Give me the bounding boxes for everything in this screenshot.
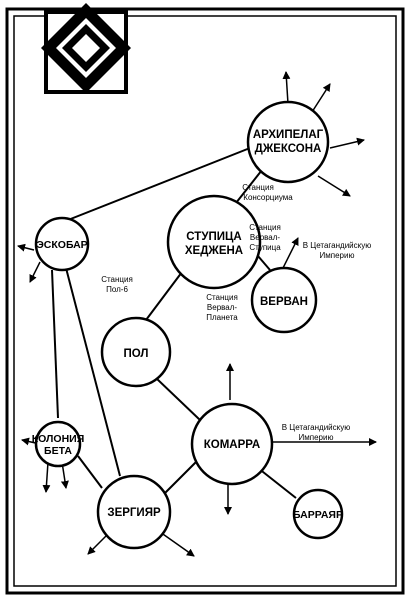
node-label-beta-2: БЕТА <box>44 445 72 457</box>
node-label-beta-1: КОЛОНИЯ <box>32 433 85 445</box>
link-escobar-beta <box>51 269 59 419</box>
emblem-icon <box>41 3 131 94</box>
node-hub[interactable]: СТУПИЦА ХЕДЖЕНА <box>166 194 262 290</box>
station-pol6: Станция Пол-6 <box>101 275 133 294</box>
svg-text:В Цетагандийскую: В Цетагандийскую <box>303 241 372 250</box>
station-vervan-planet: Станция Вервал- Планета <box>206 293 238 322</box>
link-hub-pol <box>145 271 183 321</box>
arrow-vervan-ne <box>281 237 299 271</box>
station-consortium: Станция Консорциума <box>242 183 293 202</box>
node-label-sergyar: ЗЕРГИЯР <box>107 507 161 519</box>
svg-text:Станция: Станция <box>249 223 281 232</box>
arrow-archipelago-se <box>317 175 351 197</box>
link-sergyar-komarr <box>163 461 197 495</box>
svg-text:Планета: Планета <box>206 313 238 322</box>
station-vervan-hub: Станция Вервал- Ступица <box>249 223 281 252</box>
node-label-escobar: ЭСКОБАР <box>36 239 87 251</box>
svg-text:Станция: Станция <box>206 293 238 302</box>
arrow-escobar-w <box>17 243 35 252</box>
node-label-archipelago-2: ДЖЕКСОНА <box>255 143 322 155</box>
svg-text:Империю: Империю <box>299 433 334 442</box>
node-sergyar[interactable]: ЗЕРГИЯР <box>96 474 172 550</box>
link-escobar-sergyar <box>65 267 121 477</box>
node-label-hub-2: ХЕДЖЕНА <box>185 245 243 257</box>
arrow-beta-s1 <box>42 461 51 493</box>
link-hub-vervan <box>257 255 271 271</box>
outer-frame <box>5 7 405 595</box>
arrow-archipelago-n <box>282 71 291 105</box>
annotation-cetaganda-1: В Цетагандийскую Империю <box>303 241 372 260</box>
link-pol-komarr <box>155 377 201 421</box>
arrow-archipelago-e <box>329 137 365 149</box>
link-beta-sergyar <box>77 455 103 489</box>
node-label-pol: ПОЛ <box>124 348 149 360</box>
node-vervan[interactable]: ВЕРВАН <box>250 266 318 334</box>
svg-text:Ступица: Ступица <box>249 243 281 252</box>
node-beta[interactable]: КОЛОНИЯ БЕТА <box>32 420 85 468</box>
node-label-barrayar: БАРРАЯР <box>293 509 343 521</box>
arrow-archipelago-ne <box>311 83 331 113</box>
wormhole-links <box>51 147 297 499</box>
svg-text:Станция: Станция <box>101 275 133 284</box>
svg-text:В Цетагандийскую: В Цетагандийскую <box>282 423 351 432</box>
svg-text:Империю: Империю <box>320 251 355 260</box>
node-label-hub-1: СТУПИЦА <box>186 231 241 243</box>
svg-text:Вервал-: Вервал- <box>207 303 238 312</box>
node-escobar[interactable]: ЭСКОБАР <box>34 216 90 272</box>
outgoing-arrows <box>17 71 377 557</box>
annotation-cetaganda-2: В Цетагандийскую Империю <box>282 423 351 442</box>
node-label-komarr: КОМАРРА <box>204 439 260 451</box>
node-label-vervan: ВЕРВАН <box>260 296 308 308</box>
node-barrayar[interactable]: БАРРАЯР <box>292 488 344 540</box>
link-komarr-barrayar <box>257 467 297 499</box>
inner-frame <box>13 15 397 587</box>
svg-text:Консорциума: Консорциума <box>243 193 293 202</box>
arrow-escobar-sw <box>29 261 41 283</box>
link-archipelago-escobar <box>67 147 251 221</box>
node-label-archipelago-1: АРХИПЕЛАГ <box>253 129 324 141</box>
node-pol[interactable]: ПОЛ <box>100 316 172 388</box>
svg-text:Станция: Станция <box>242 183 274 192</box>
arrow-sergyar-se <box>159 531 195 557</box>
svg-text:Вервал-: Вервал- <box>250 233 281 242</box>
node-archipelago[interactable]: АРХИПЕЛАГ ДЖЕКСОНА <box>246 100 330 184</box>
node-komarr[interactable]: КОМАРРА <box>190 402 274 486</box>
svg-text:Пол-6: Пол-6 <box>106 285 128 294</box>
